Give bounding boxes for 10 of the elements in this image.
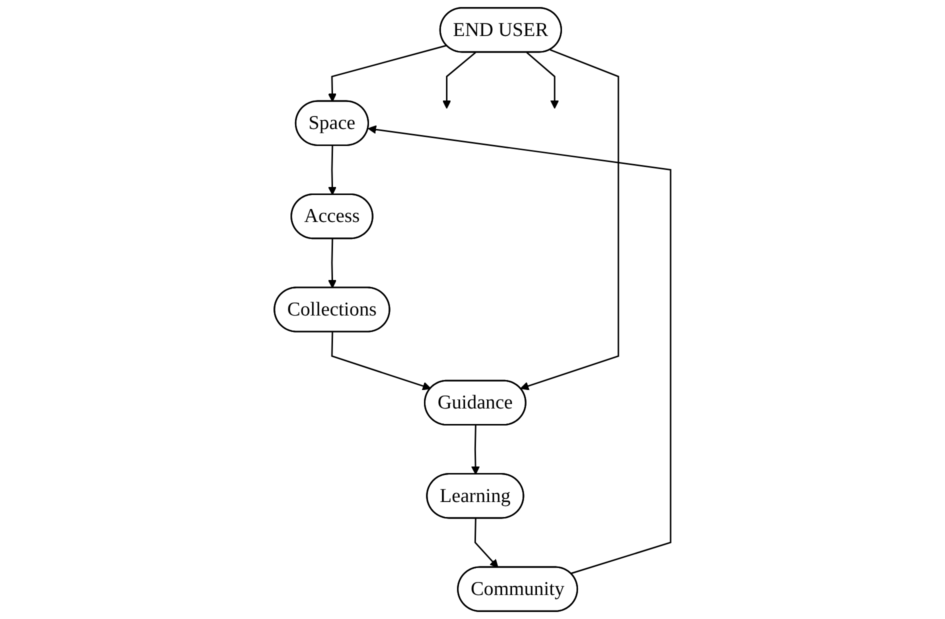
arrow	[368, 125, 672, 574]
arrow	[442, 52, 476, 109]
arrow	[520, 49, 620, 390]
arrow	[474, 518, 498, 568]
arrow	[328, 44, 447, 102]
arrow	[471, 425, 480, 475]
arrow	[526, 52, 559, 109]
arrow	[331, 332, 432, 390]
arrow	[328, 146, 337, 196]
arrow	[328, 238, 337, 288]
